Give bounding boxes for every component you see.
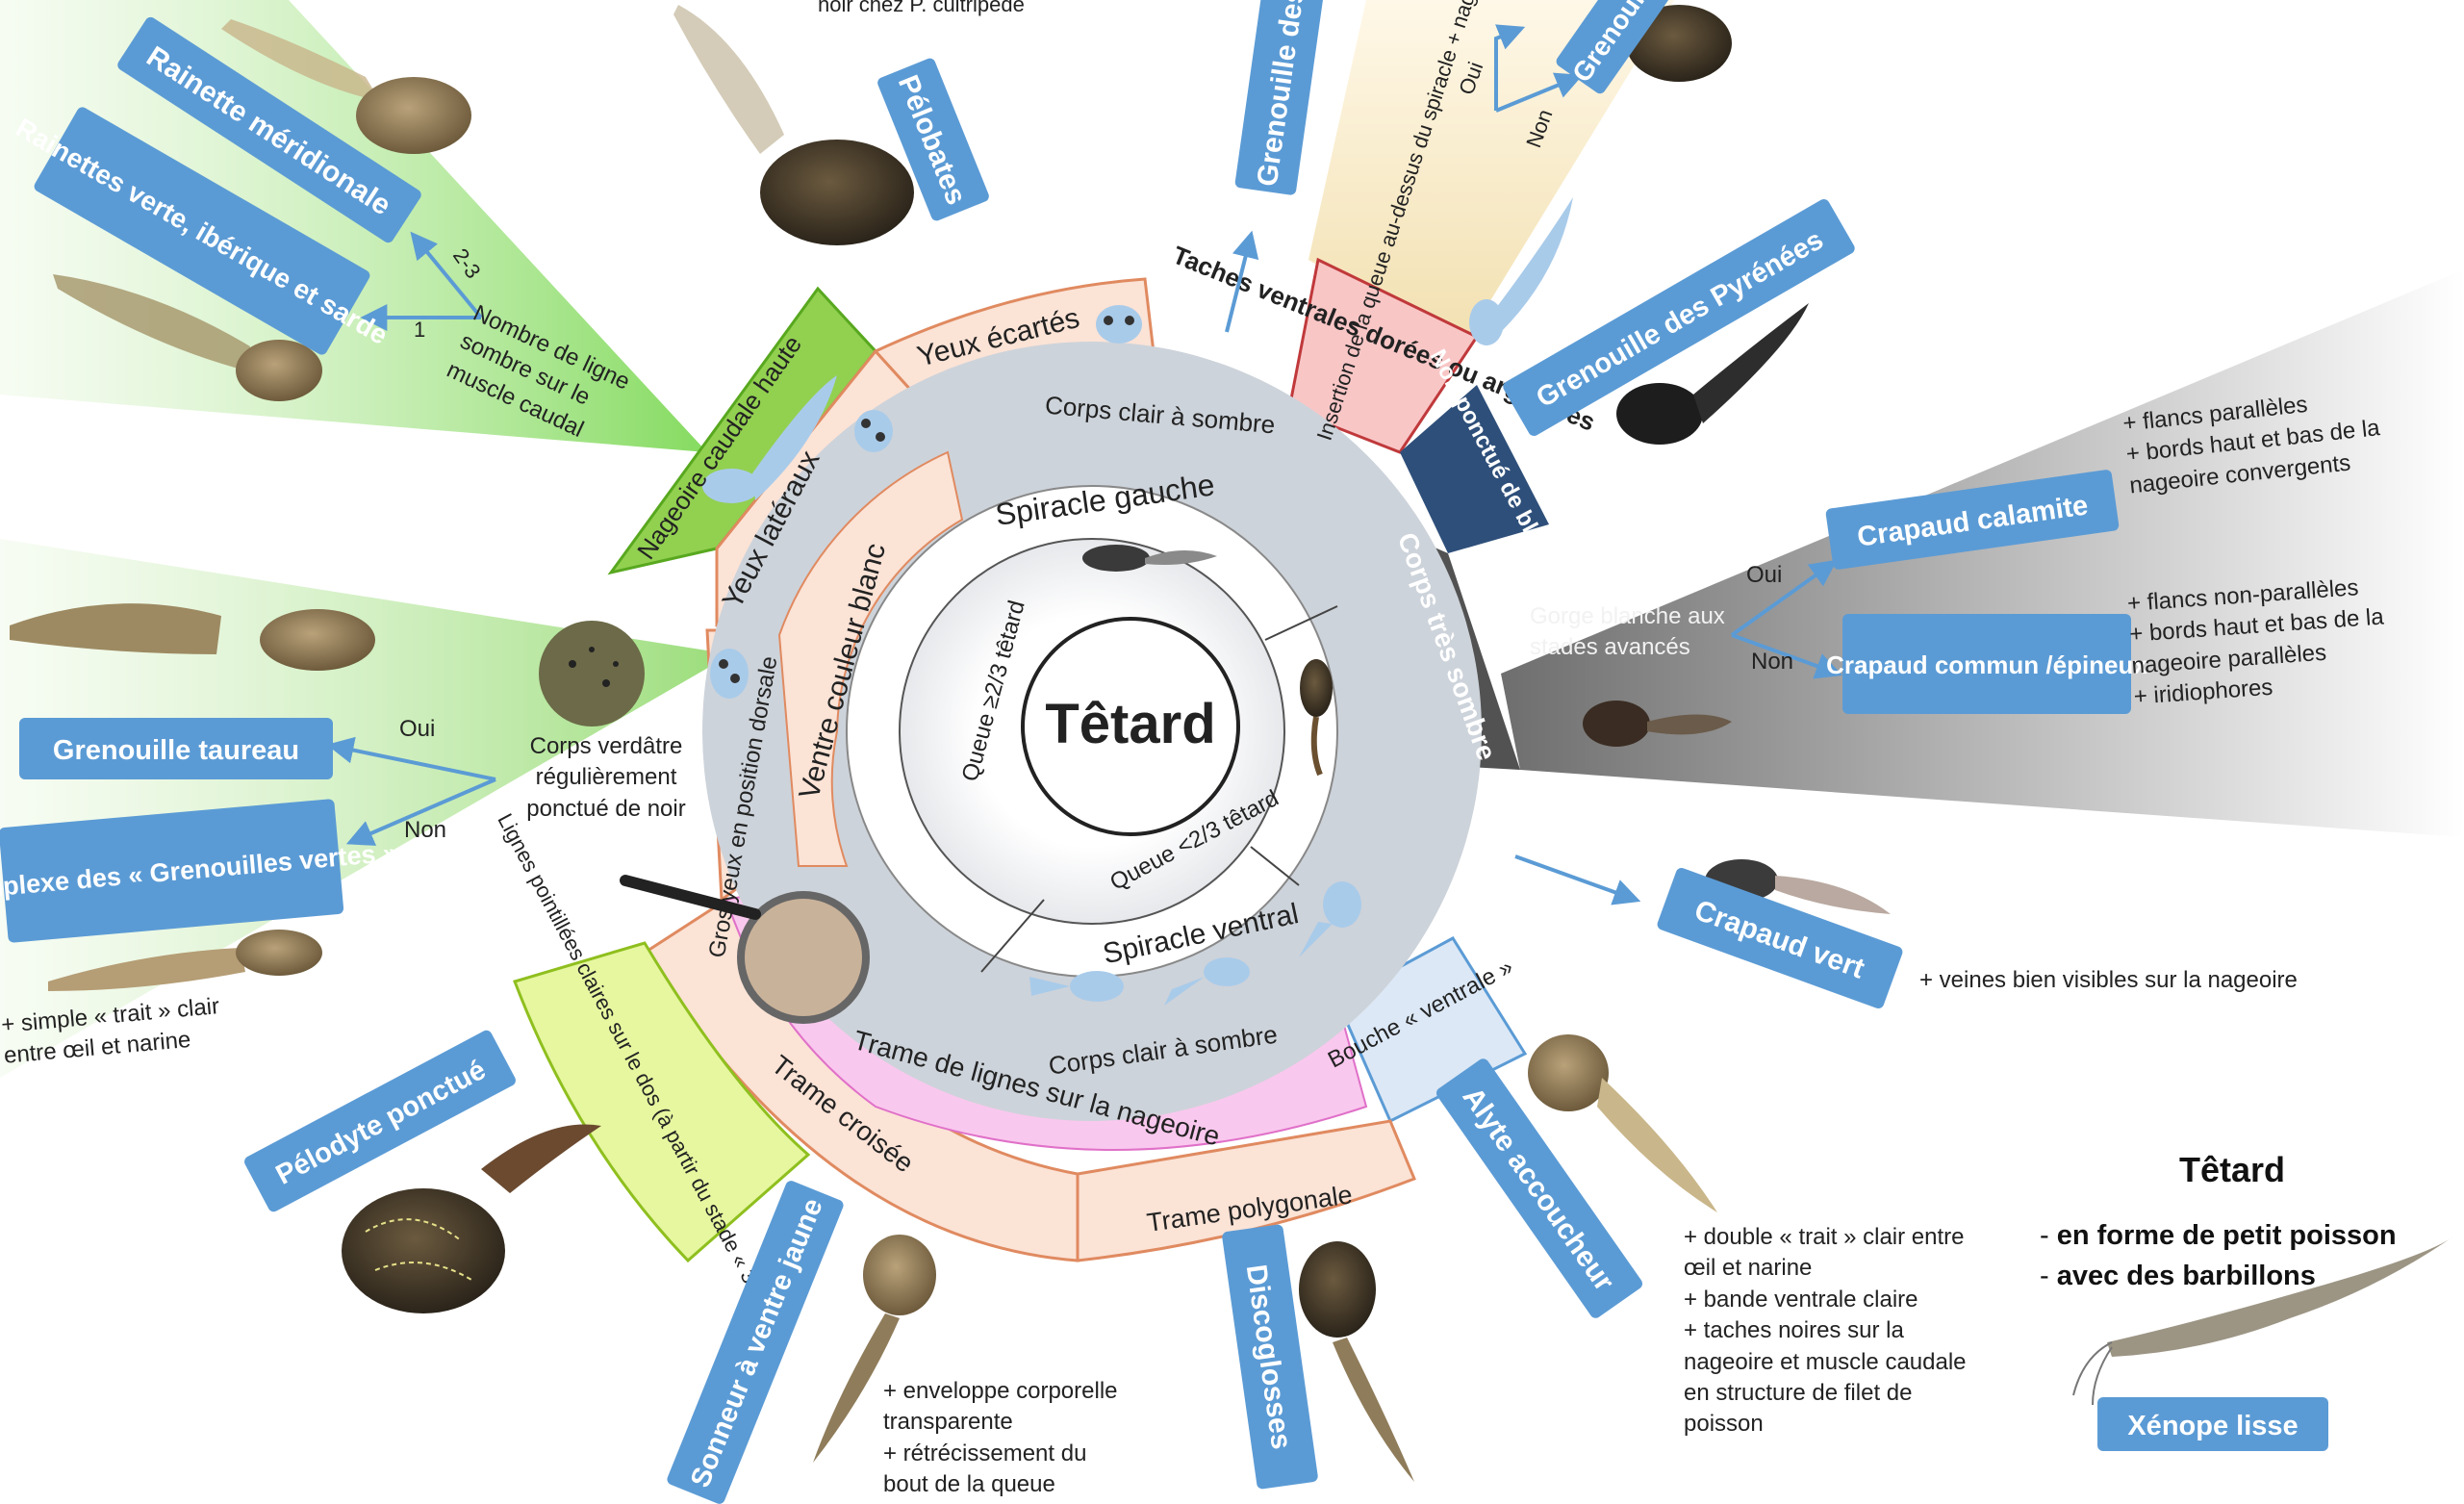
- svg-text:Grenouille des Pyrénées: Grenouille des Pyrénées: [1531, 224, 1828, 414]
- note-alyte: + double « trait » clair entre œil et na…: [1684, 1224, 1967, 1438]
- center-disc: [1021, 617, 1240, 836]
- label-noir-cultripede: noir chez P. cultripède: [818, 0, 1025, 16]
- label-non-verdatre: Non: [404, 817, 446, 843]
- label-oui-verdatre: Oui: [399, 716, 435, 742]
- label-oui-gorge: Oui: [1746, 562, 1782, 588]
- svg-text:Crapaud commun /épineux: Crapaud commun /épineux: [1826, 650, 2147, 679]
- species-discoglosses[interactable]: Discoglosses: [1222, 1224, 1319, 1490]
- svg-text:Xénope lisse: Xénope lisse: [2127, 1411, 2298, 1441]
- photo-corps-verdatre: [539, 621, 645, 727]
- photo-discoglosses: [1299, 1241, 1414, 1482]
- arrow-crapaud-vert: [1514, 854, 1641, 905]
- eye-icon-ecartes: [1096, 305, 1142, 344]
- connector-verdatre: [326, 736, 496, 846]
- species-crapaud-commun[interactable]: Crapaud commun /épineux: [1826, 614, 2147, 714]
- note-gorge-blanche: Gorge blanche aux stades avancés: [1530, 603, 1725, 661]
- svg-text:Pélodyte ponctué: Pélodyte ponctué: [271, 1055, 491, 1191]
- svg-text:Grenouille taureau: Grenouille taureau: [53, 735, 299, 766]
- tadpole-icon-nageoire-haute: [702, 375, 837, 503]
- divider-3: [1250, 846, 1300, 886]
- eye-icon-lateraux: [854, 410, 893, 452]
- tadpole-icon-insertion: [1469, 197, 1573, 345]
- photo-pelobates: [673, 5, 914, 245]
- sector-grey: [1501, 269, 2464, 837]
- photo-rainettes-verte: [53, 274, 322, 401]
- svg-text:Alyte accoucheur: Alyte accoucheur: [1457, 1082, 1621, 1297]
- photo-alyte: [1528, 1034, 1717, 1212]
- species-pelodyte[interactable]: Pélodyte ponctué: [242, 1029, 518, 1214]
- photo-grenouille-pyrenees: [1616, 303, 1809, 445]
- divider-1: [1264, 605, 1338, 641]
- band-ventre-blanc: [777, 450, 964, 867]
- center-title: Têtard: [1045, 693, 1215, 755]
- magnifier-icon: [620, 875, 870, 1024]
- note-sonneur: + enveloppe corporelle transparente + ré…: [883, 1378, 1118, 1498]
- connector-nombre-ligne: [360, 231, 483, 331]
- connector-gorge: [1730, 559, 1843, 679]
- legend-bullets: en forme de petit poisson avec des barbi…: [2020, 1215, 2444, 1296]
- eye-icon-dorsal: [710, 649, 749, 699]
- label-count-1: 1: [414, 318, 425, 342]
- label-non-gorge: Non: [1751, 649, 1793, 675]
- note-veines: + veines bien visibles sur la nageoire: [1919, 967, 2298, 993]
- legend-bullet-2: avec des barbillons: [2040, 1256, 2444, 1296]
- tadpole-icon-ventral-2: [1164, 957, 1250, 1006]
- photo-rainette-meridionale: [221, 19, 471, 154]
- species-complexe-vertes[interactable]: Complexe des « Grenouilles vertes »: [0, 794, 402, 949]
- photo-sonneur: [813, 1235, 936, 1463]
- divider-2: [980, 899, 1045, 973]
- tadpole-photo-queue-short: [1300, 659, 1333, 777]
- tadpole-icon-ventral-1: [1029, 971, 1124, 1002]
- species-grenouille-taureau[interactable]: Grenouille taureau: [19, 718, 333, 779]
- arrow-grenouille-des: [1225, 230, 1259, 333]
- photo-complexe-vertes: [48, 930, 322, 991]
- note-commun: + flancs non-parallèles + bords haut et …: [2126, 574, 2385, 710]
- photo-xenope: [2072, 1236, 2453, 1406]
- band-noir-ponctue: [1400, 385, 1549, 553]
- band-lignes-pointillees: [513, 941, 811, 1263]
- tadpole-photo-spiracle-gauche: [1082, 545, 1217, 572]
- legend-title: Têtard: [2178, 1150, 2286, 1189]
- photo-crapaud-commun: [1583, 701, 1732, 747]
- photo-grenouille-top: [1626, 5, 1732, 82]
- connector-insertion: [1494, 24, 1584, 113]
- photo-grenouille-taureau: [10, 603, 375, 671]
- species-xenope[interactable]: Xénope lisse: [2097, 1397, 2328, 1451]
- tadpole-icon-ventral-3: [1299, 881, 1361, 957]
- note-corps-verdatre: Corps verdâtre régulièrement ponctué de …: [526, 733, 686, 822]
- photo-pelodyte: [342, 1124, 601, 1313]
- species-grenouille-des[interactable]: Grenouille des: [1234, 0, 1325, 195]
- legend-bullet-1: en forme de petit poisson: [2040, 1215, 2444, 1256]
- legend-xenope: Têtard en forme de petit poisson avec de…: [2020, 1150, 2444, 1296]
